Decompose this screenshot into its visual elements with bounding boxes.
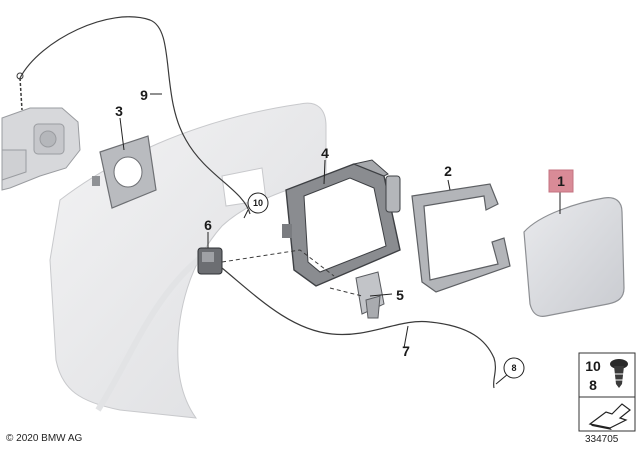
callout-part-5: 5 [396,287,404,303]
copyright-notice: © 2020 BMW AG [6,433,83,444]
assembly-arrow-icon [588,403,631,430]
clip-icon [610,359,628,388]
hinge-mechanism [1,107,81,191]
part-1-cover [523,197,625,317]
cable-connector-left [19,77,23,111]
cable-link-actuator [329,287,363,297]
part-5-actuator [355,271,385,319]
callout-part-6: 6 [204,217,212,233]
diagram-number: 334705 [585,434,619,445]
callout-part-8-circle [503,357,525,379]
cable-link-lock-housing [221,249,335,277]
side-panel [49,102,327,419]
callout-part-9: 9 [140,87,148,103]
part-3-bezel [92,135,157,209]
callout-part-8: 8 [511,363,516,373]
callout-part-2: 2 [444,163,452,179]
callout-part-10-circle [247,192,269,214]
cable-part-7 [221,267,497,389]
part-1-highlight [548,169,574,193]
part-6-lock [197,247,223,275]
callout-part-1: 1 [557,173,565,189]
legend-label-top: 10 [585,358,601,374]
callout-part-7: 7 [402,343,410,359]
legend-label-bottom: 8 [589,377,597,393]
cable-part-9 [19,16,251,215]
part-4-housing [282,159,401,287]
fastener-legend: 10 8 [578,352,636,432]
callout-part-10: 10 [253,198,263,208]
part-2-seal [411,183,511,293]
callout-part-4: 4 [321,145,329,161]
wheel-arch-edge [95,255,202,412]
leader-lines [119,93,561,385]
cable-end-ring [16,72,24,80]
callout-part-3: 3 [115,103,123,119]
